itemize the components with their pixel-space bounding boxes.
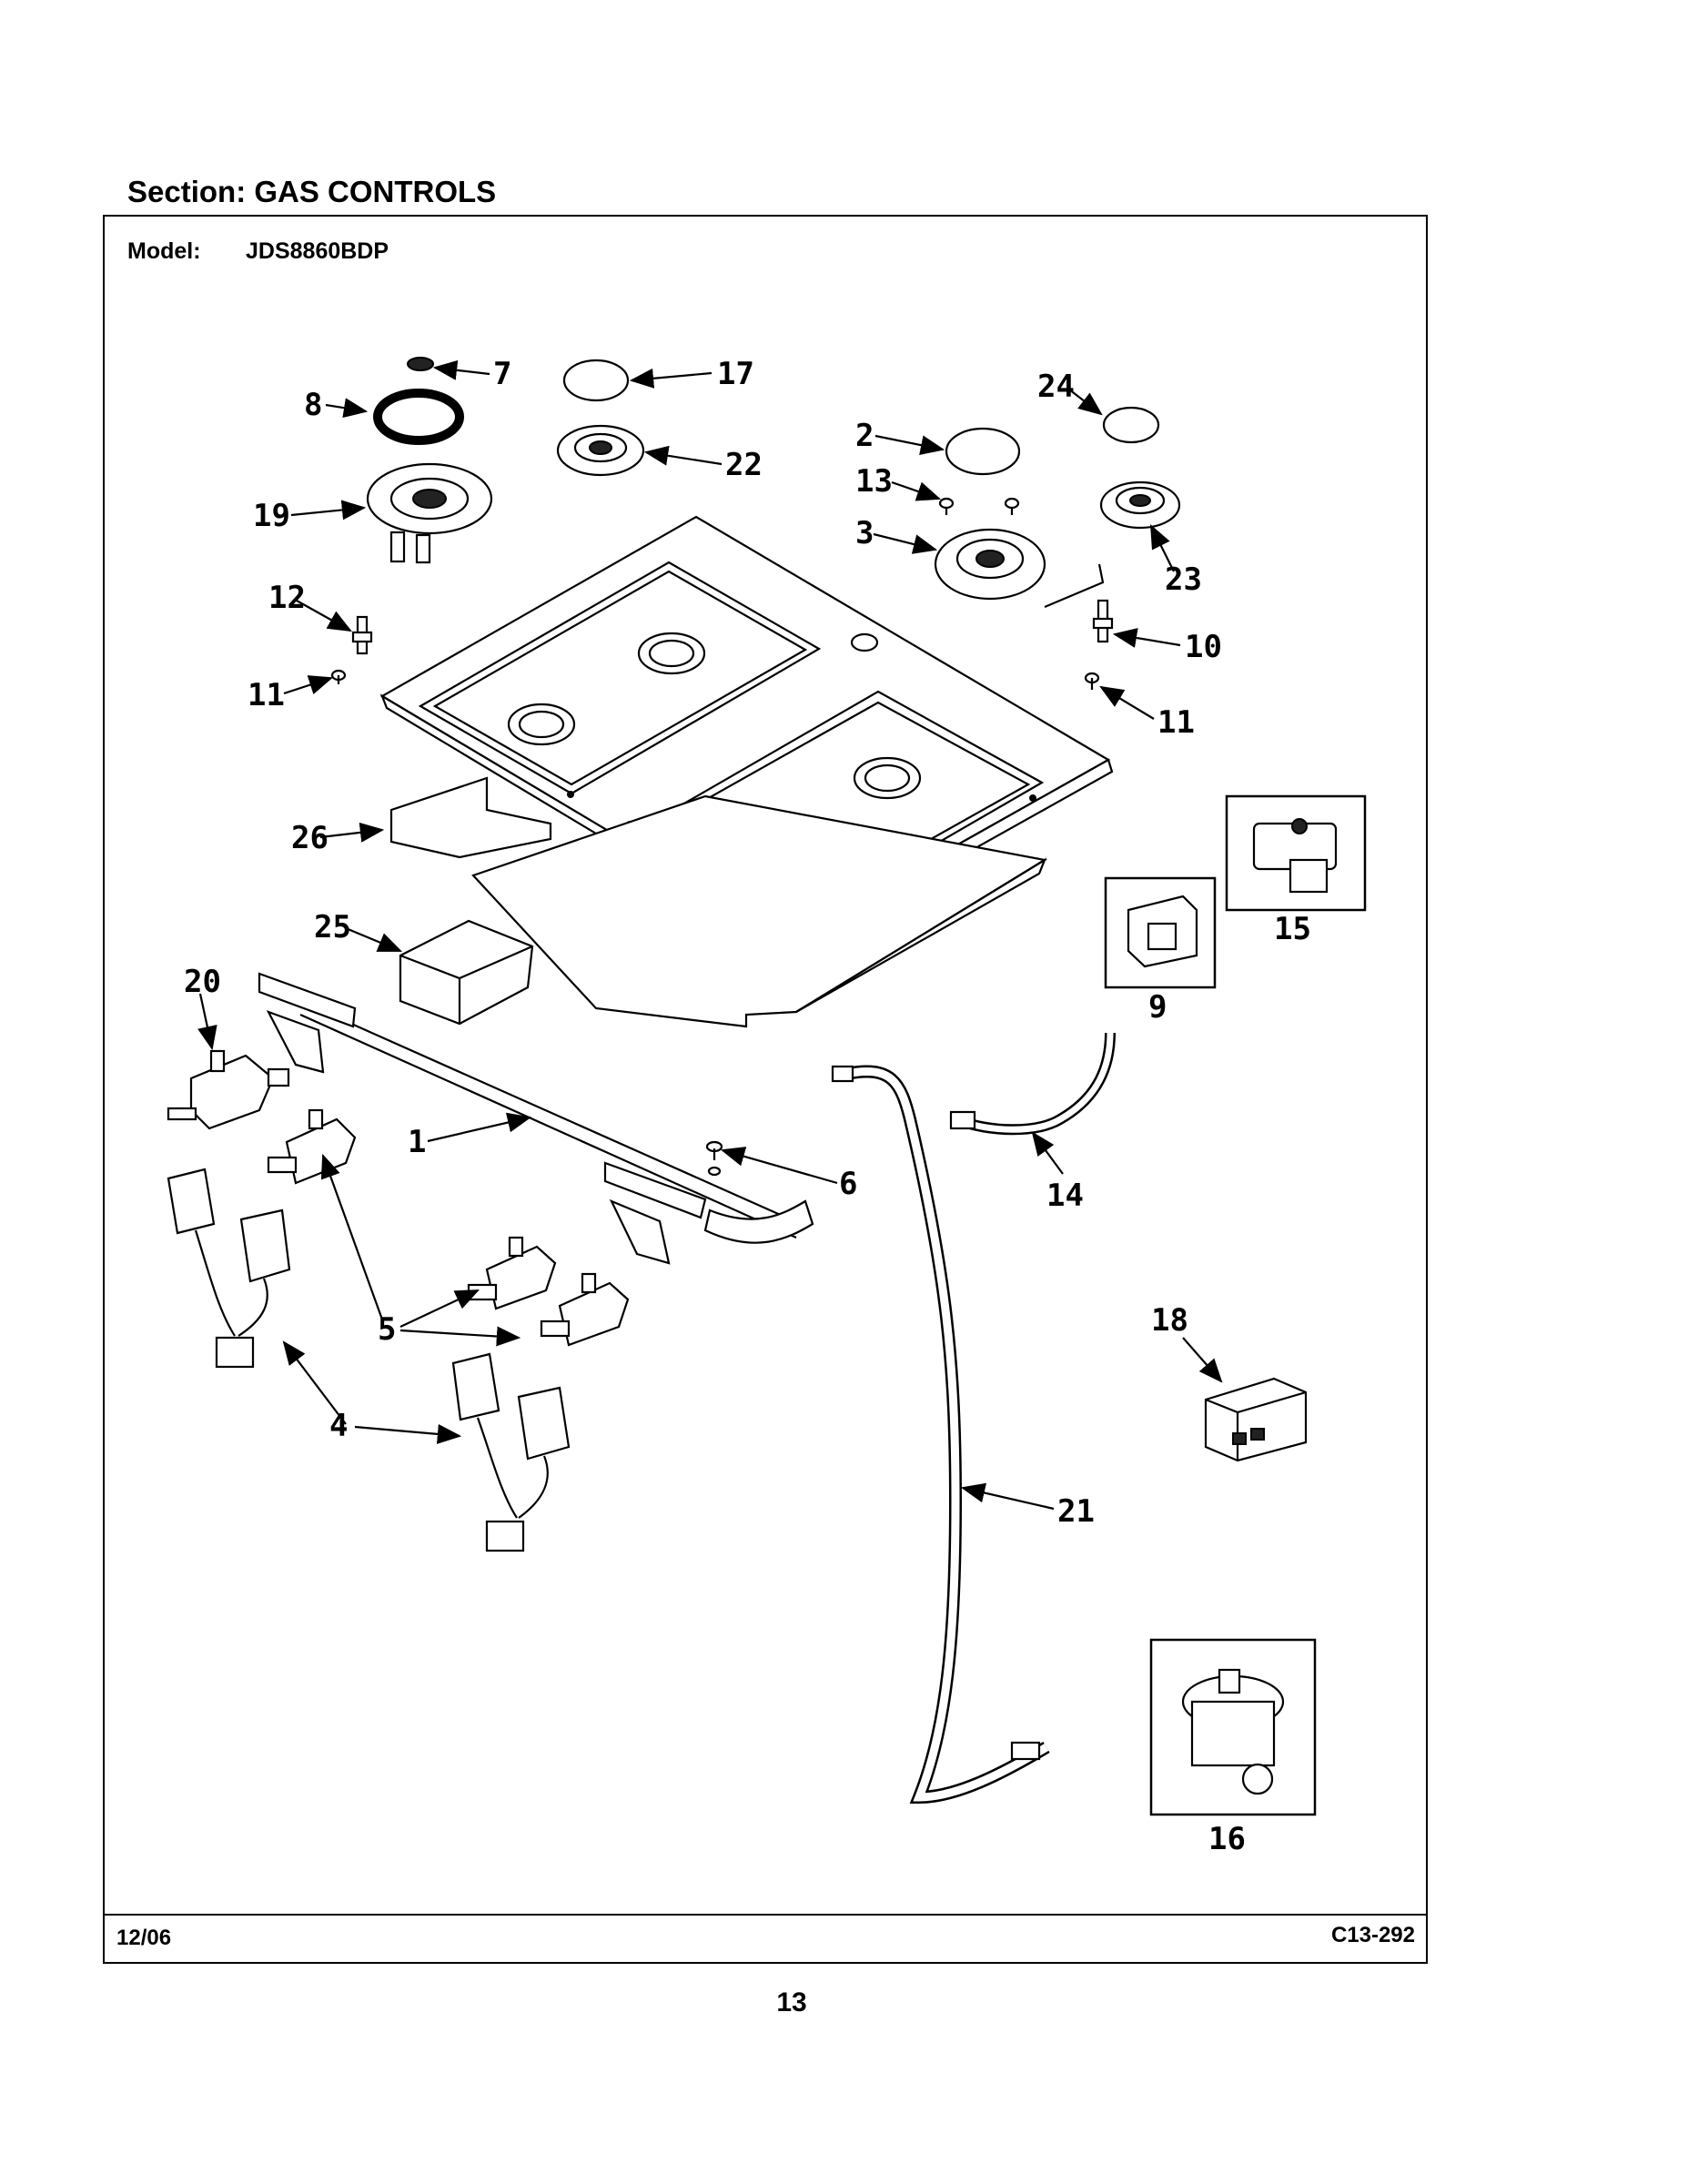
burner-cap-small	[407, 357, 434, 371]
screw-11-left	[330, 669, 347, 684]
burner-cap-2	[945, 427, 1021, 476]
sealed-burner	[366, 462, 493, 564]
callout-19: 19	[253, 498, 290, 534]
section-title: Section: GAS CONTROLS	[127, 175, 497, 208]
burner-cap-17	[562, 359, 630, 402]
callout-11a: 11	[248, 677, 285, 713]
screw-11-right	[1084, 672, 1100, 690]
harness-right	[451, 1352, 571, 1552]
callout-7: 7	[493, 356, 511, 392]
callout-26: 26	[291, 820, 329, 856]
gas-tube-14	[949, 1032, 1116, 1136]
screws-13	[938, 497, 1020, 515]
callout-9: 9	[1148, 989, 1167, 1026]
igniter-left	[351, 615, 373, 655]
burner-base-22	[556, 424, 645, 477]
callout-10: 10	[1185, 629, 1222, 665]
callout-22: 22	[725, 447, 763, 483]
igniter-right	[1092, 599, 1114, 643]
callout-11b: 11	[1157, 704, 1195, 741]
model-value: JDS8860BDP	[246, 238, 389, 264]
callout-23: 23	[1165, 561, 1202, 598]
callout-6: 6	[839, 1166, 857, 1202]
footer-date: 12/06	[116, 1926, 172, 1950]
part-9-box	[1104, 876, 1217, 989]
callout-12: 12	[268, 580, 306, 616]
manifold	[258, 972, 814, 1265]
callout-14: 14	[1046, 1178, 1084, 1214]
burner-opening	[637, 632, 706, 675]
callout-17: 17	[717, 356, 754, 392]
callout-15: 15	[1274, 911, 1311, 947]
callout-24: 24	[1037, 369, 1075, 405]
callout-13: 13	[855, 463, 893, 500]
page-number: 13	[776, 1987, 807, 2017]
callout-1: 1	[408, 1124, 426, 1160]
callout-8: 8	[304, 387, 322, 423]
burner-base-3	[934, 528, 1046, 601]
footer-divider	[103, 1914, 1428, 1916]
valve-20	[167, 1049, 290, 1130]
part-15-box	[1225, 794, 1367, 912]
callout-2: 2	[855, 418, 874, 454]
callout-5: 5	[378, 1311, 396, 1348]
callout-3: 3	[855, 515, 874, 551]
burner-base-23	[1099, 480, 1181, 530]
harness-left	[167, 1168, 291, 1369]
diagram-frame	[103, 215, 1428, 1964]
callout-16: 16	[1208, 1821, 1246, 1857]
part-16-box	[1149, 1638, 1317, 1816]
model-label: Model:	[127, 238, 201, 264]
insulation-plate	[389, 776, 552, 859]
valve-5c	[540, 1272, 630, 1347]
tray	[399, 919, 534, 1026]
screw-6	[705, 1140, 723, 1177]
callout-4: 4	[329, 1408, 348, 1444]
burner-opening	[853, 756, 922, 800]
spark-module	[1204, 1377, 1308, 1462]
gas-tube-21	[831, 1065, 1050, 1805]
leader-lines	[197, 359, 1223, 1511]
burner-cap-24	[1102, 406, 1160, 444]
burner-opening	[507, 703, 576, 746]
callout-labels: 7 8 19 17 22 12 11 24 2 13 3 23 10 11 26…	[184, 356, 1311, 1857]
callout-20: 20	[184, 964, 221, 1000]
footer-code: C13-292	[1330, 1923, 1415, 1947]
valve-5a	[267, 1108, 357, 1185]
callout-21: 21	[1057, 1493, 1095, 1530]
burner-ring	[373, 389, 464, 445]
callout-25: 25	[314, 909, 351, 945]
callout-18: 18	[1151, 1302, 1188, 1339]
model-line: Model: JDS8860BDP	[127, 238, 389, 265]
bottom-pan	[471, 794, 1048, 1028]
valve-5b	[467, 1236, 557, 1310]
